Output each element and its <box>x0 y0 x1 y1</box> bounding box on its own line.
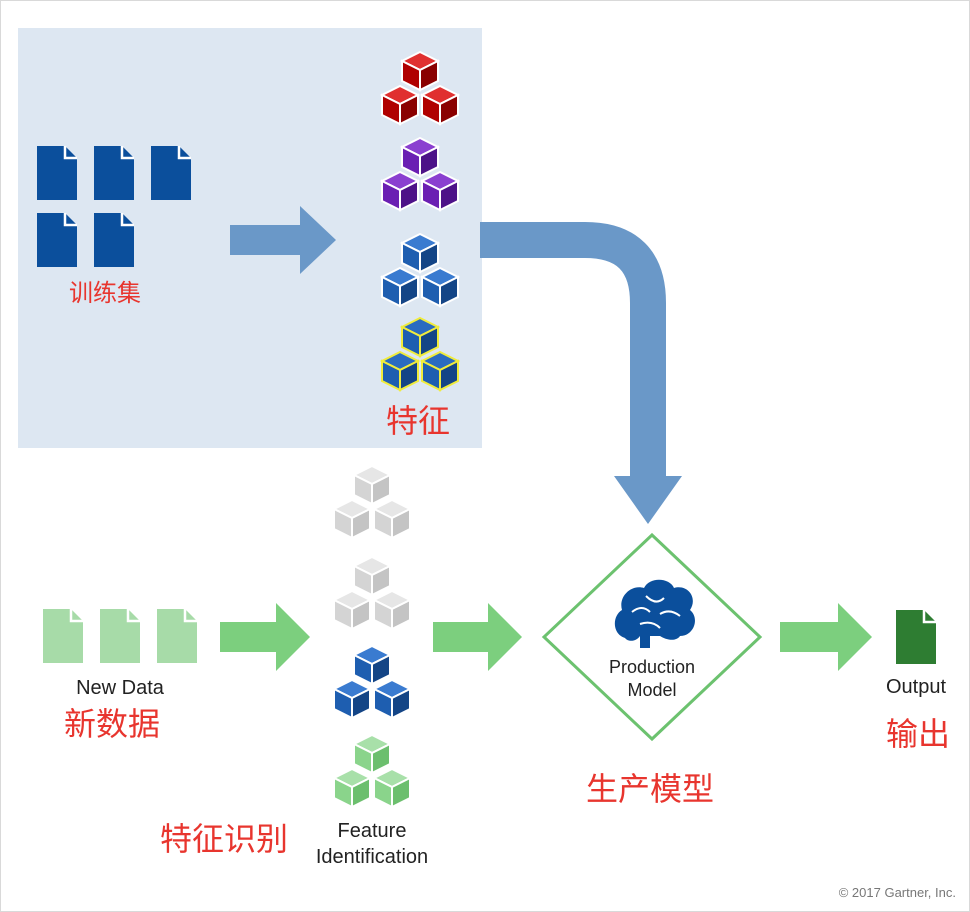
output-label: Output <box>886 676 946 698</box>
features-to-model-arrow <box>433 603 522 671</box>
feature-cubes-green-icon <box>334 735 410 807</box>
features-label: 特征 <box>386 402 450 440</box>
feature-identification-label-line1: Feature <box>338 820 407 842</box>
brain-icon <box>614 579 695 648</box>
model-to-output-arrow <box>780 603 872 671</box>
document-icon <box>43 609 83 663</box>
document-icon <box>37 146 77 200</box>
output-document <box>896 610 936 664</box>
document-icon <box>37 213 77 267</box>
model-training-arrowhead <box>614 476 682 524</box>
production-model-label-cn: 生产模型 <box>586 770 714 808</box>
document-icon <box>94 146 134 200</box>
document-icon <box>896 610 936 664</box>
training-set-label: 训练集 <box>69 279 141 307</box>
feature-identification-label-line2: Identification <box>316 846 428 868</box>
new-data-arrow <box>220 603 310 671</box>
feature-cubes-blue-icon <box>334 646 410 718</box>
new-data-label-cn: 新数据 <box>64 705 160 743</box>
training-arrow <box>230 206 336 274</box>
new-data-documents <box>43 609 197 663</box>
feature-cubes-gray-icon <box>334 557 410 629</box>
production-model-diamond <box>541 532 763 742</box>
identified-features <box>334 466 410 807</box>
document-icon <box>151 146 191 200</box>
document-icon <box>157 609 197 663</box>
model-training-arrow <box>480 222 666 478</box>
production-model-label-line2: Model <box>627 680 676 700</box>
document-icon <box>94 213 134 267</box>
document-icon <box>100 609 140 663</box>
feature-identification-label-cn: 特征识别 <box>160 820 288 858</box>
output-label-cn: 输出 <box>886 715 950 753</box>
copyright-notice: © 2017 Gartner, Inc. <box>839 885 956 900</box>
new-data-label: New Data <box>76 677 165 699</box>
production-model-label-line1: Production <box>609 657 695 677</box>
feature-cubes-gray-icon <box>334 466 410 538</box>
